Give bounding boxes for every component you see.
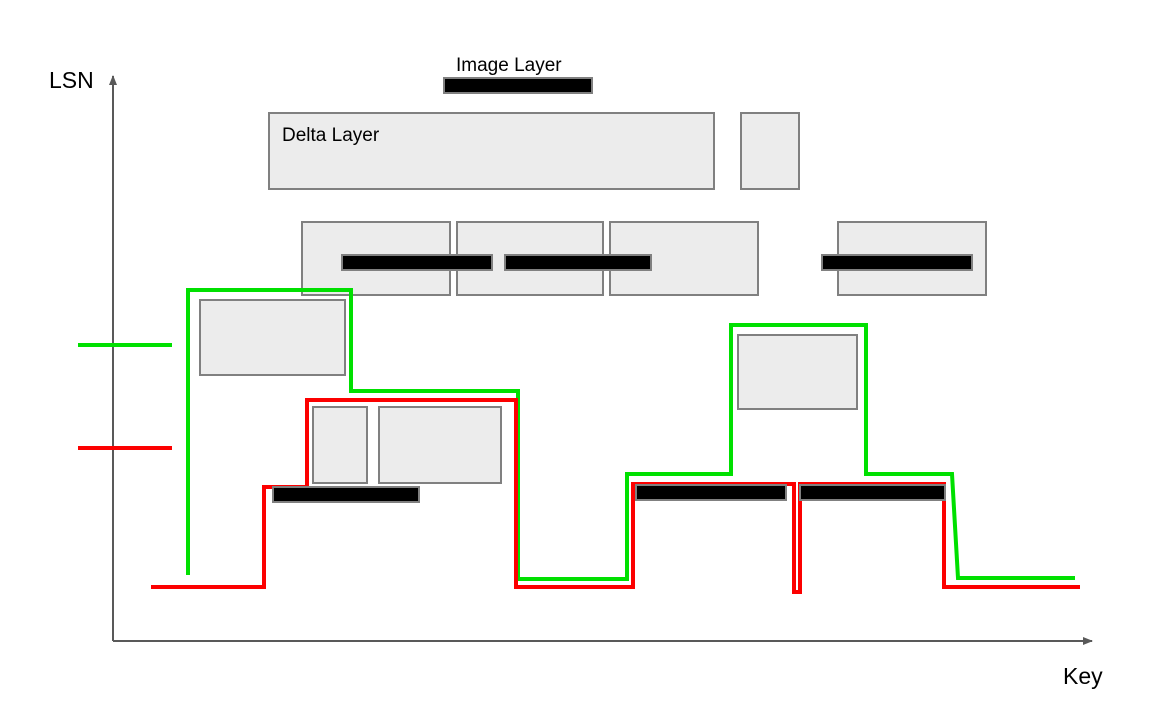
image-layers-group: Image Layer <box>272 55 973 503</box>
y-axis-label: LSN <box>49 67 94 93</box>
axes-group: LSN Key <box>49 67 1103 689</box>
delta-layer-red-step-b[interactable] <box>378 406 502 484</box>
delta-layer-label: Delta Layer <box>282 125 380 146</box>
image-layer-mid-left[interactable] <box>272 486 420 503</box>
green-line <box>186 288 1075 581</box>
image-layer-bottom-b[interactable] <box>799 484 946 501</box>
delta-layer-top-right[interactable] <box>740 112 800 190</box>
delta-layer-main[interactable] <box>268 112 715 190</box>
image-layer-bottom-a[interactable] <box>635 484 787 501</box>
legend-ticks-group <box>78 343 172 450</box>
image-layer-label: Image Layer <box>456 55 562 76</box>
image-layer-row2-b[interactable] <box>504 254 652 271</box>
image-layer-row2-c[interactable] <box>821 254 973 271</box>
delta-layers-group: Delta Layer <box>199 112 987 484</box>
x-axis-label: Key <box>1063 663 1103 689</box>
image-layer-row2-a[interactable] <box>341 254 493 271</box>
delta-layer-green-peak[interactable] <box>737 334 858 410</box>
image-layer-top[interactable] <box>443 77 593 94</box>
delta-layer-green-step[interactable] <box>199 299 346 376</box>
delta-layer-red-step-a[interactable] <box>312 406 368 484</box>
